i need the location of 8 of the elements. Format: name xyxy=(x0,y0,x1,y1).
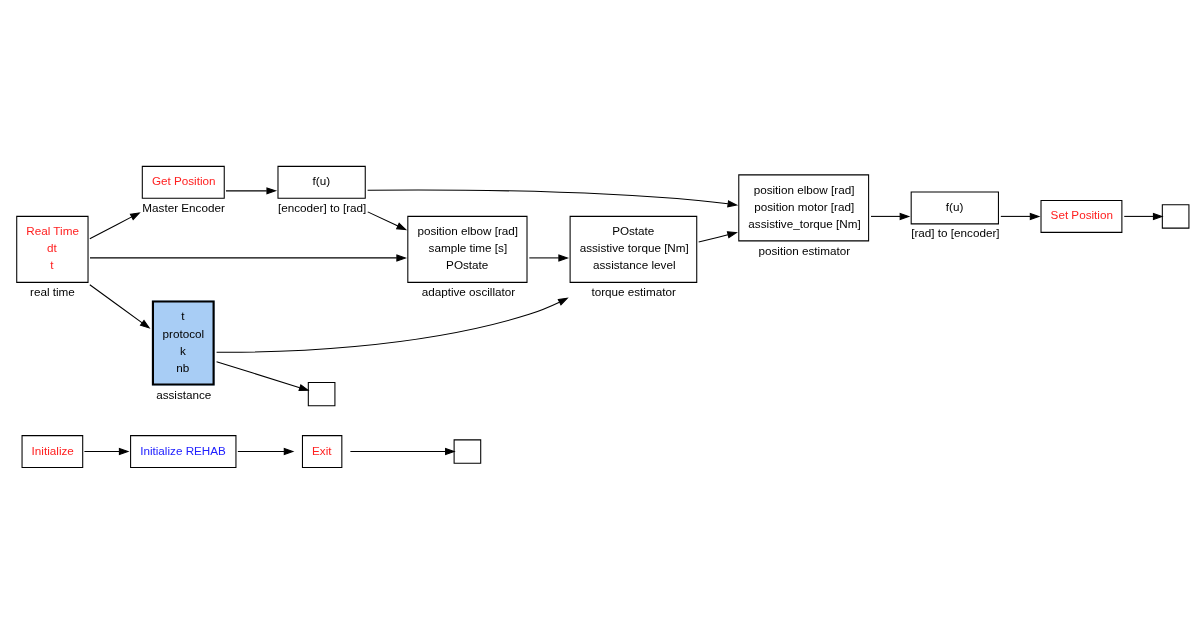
node-label: real time xyxy=(30,285,75,298)
node-label: adaptive oscillator xyxy=(421,285,516,298)
node-label: torque estimator xyxy=(591,285,676,298)
node-label: [rad] to [encoder] xyxy=(911,226,1000,240)
node-label: assistance xyxy=(156,388,212,402)
node-label: Master Encoder xyxy=(142,200,225,214)
node-label: position estimator xyxy=(758,243,851,257)
node-label: [encoder] to [rad] xyxy=(277,200,367,214)
